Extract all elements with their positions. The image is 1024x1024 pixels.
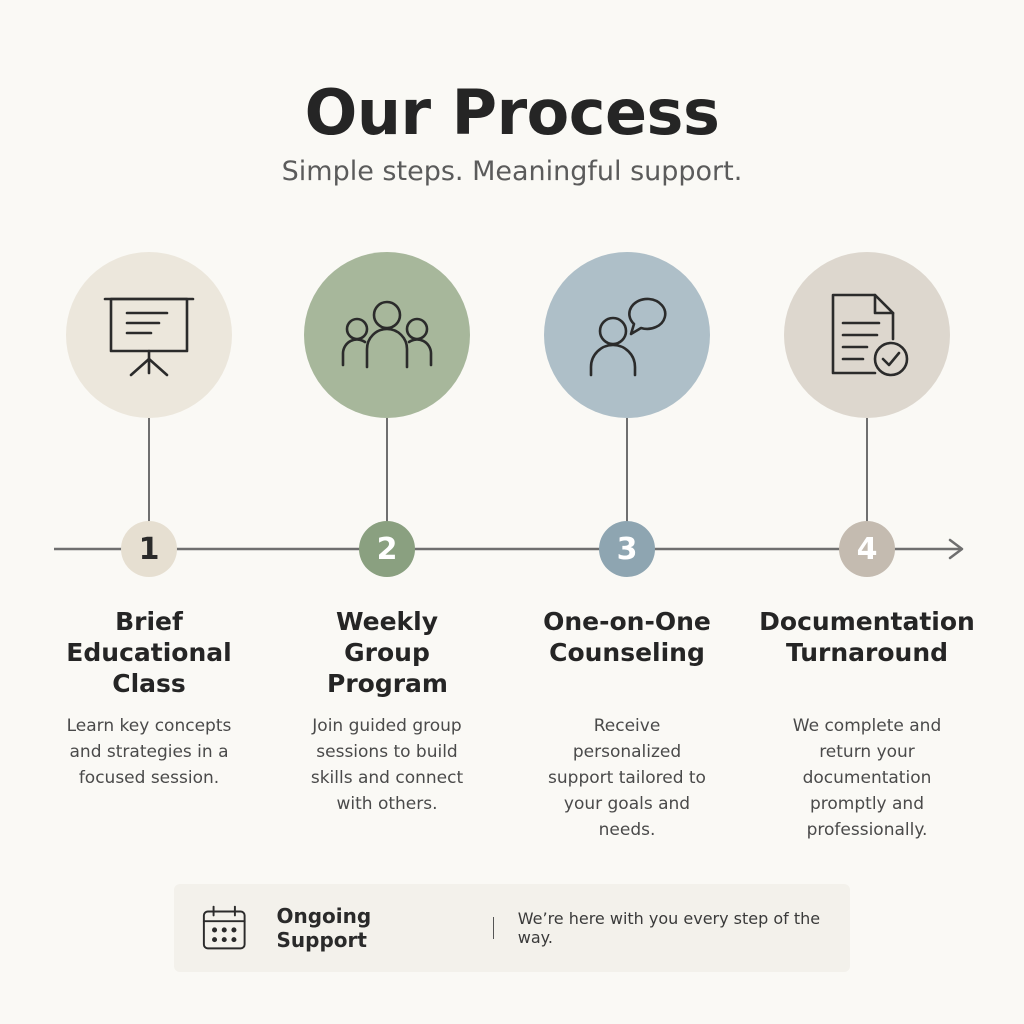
step-4-title: Documentation Turnaround [759,607,975,667]
footer-divider [492,917,494,939]
step-1-description: Learn key concepts and strategies in a f… [66,716,232,788]
step-2-connector [386,418,388,528]
page-title: Our Process [304,76,720,149]
timeline-arrow-icon [948,538,964,560]
step-1: 1 Brief Educational Class Learn key conc… [29,0,269,1024]
step-3-title: One-on-One Counseling [543,607,711,667]
step-3: 3 One-on-One Counseling Receive personal… [507,0,747,1024]
ongoing-support-banner: Ongoing Support We’re here with you ever… [174,884,850,972]
step-4-connector [866,418,868,528]
step-1-title: Brief Educational Class [66,607,232,698]
page-subtitle: Simple steps. Meaningful support. [281,156,743,187]
calendar-icon [202,905,246,950]
person-chat-icon [589,297,667,377]
group-people-icon [341,300,433,369]
step-3-badge: 3 [599,521,655,577]
presentation-board-icon [103,297,195,377]
step-2-description: Join guided group sessions to build skil… [310,716,464,814]
step-2-badge: 2 [359,521,415,577]
step-2-circle [304,252,470,418]
step-2-title: Weekly Group Program [327,607,448,698]
step-1-circle [66,252,232,418]
step-3-circle [544,252,710,418]
step-4-circle [784,252,950,418]
step-4-description: We complete and return your documentatio… [792,716,942,840]
step-4: 4 Documentation Turnaround We complete a… [747,0,987,1024]
step-4-badge: 4 [839,521,895,577]
document-check-icon [831,293,909,377]
step-1-badge: 1 [121,521,177,577]
footer-title: Ongoing Support [276,904,372,952]
step-3-connector [626,418,628,528]
footer-text: We’re here with you every step of the wa… [517,909,821,947]
step-3-description: Receive personalized support tailored to… [548,716,706,840]
step-1-connector [148,418,150,528]
step-2: 2 Weekly Group Program Join guided group… [267,0,507,1024]
